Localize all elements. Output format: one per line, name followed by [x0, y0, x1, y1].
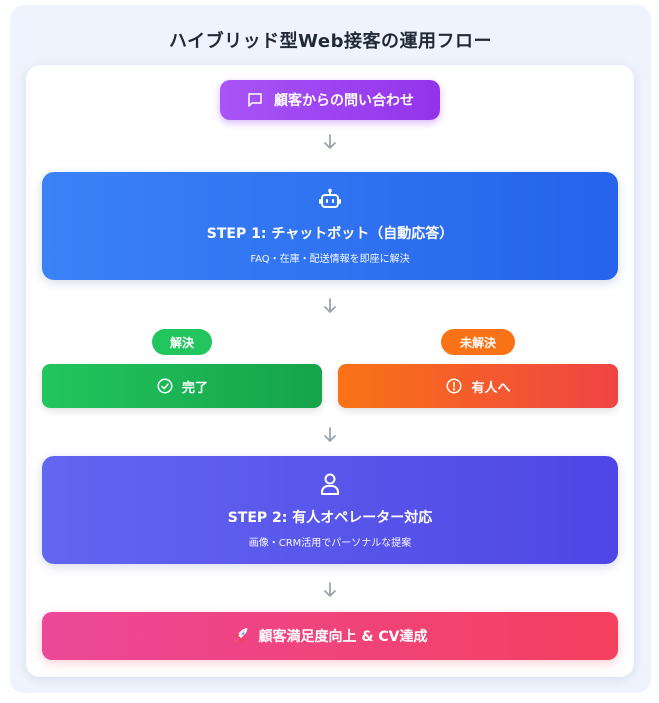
human-handoff-node: 有人へ	[338, 364, 618, 408]
step1-subtitle: FAQ・在庫・配送情報を即座に解決	[250, 254, 410, 265]
start-node: 顧客からの問い合わせ	[220, 80, 440, 120]
arrow-down-icon	[320, 296, 340, 316]
result-node: 顧客満足度向上 & CV達成	[42, 612, 618, 660]
step2-title: STEP 2: 有人オペレーター対応	[227, 510, 433, 526]
check-circle-icon	[156, 377, 174, 395]
result-label: 顧客満足度向上 & CV達成	[258, 629, 428, 645]
diagram-title: ハイブリッド型Web接客の運用フロー	[169, 31, 492, 52]
step1-node: STEP 1: チャットボット（自動応答） FAQ・在庫・配送情報を即座に解決	[42, 172, 618, 280]
alert-circle-icon	[445, 377, 463, 395]
chat-bubble-icon	[246, 91, 264, 109]
user-icon	[42, 472, 618, 496]
done-node: 完了	[42, 364, 322, 408]
step2-subtitle: 画像・CRM活用でパーソナルな提案	[248, 538, 412, 549]
arrow-down-icon	[320, 425, 340, 445]
arrow-down-icon	[320, 580, 340, 600]
start-node-label: 顧客からの問い合わせ	[274, 93, 414, 109]
done-label: 完了	[181, 380, 208, 396]
flow-card: 顧客からの問い合わせ STEP 1: チャットボット（自動応答） FAQ・在庫・…	[26, 65, 634, 677]
resolved-tag: 解決	[152, 329, 212, 355]
human-label: 有人へ	[471, 380, 511, 396]
flow-panel: ハイブリッド型Web接客の運用フロー 顧客からの問い合わせ	[10, 5, 651, 693]
step2-node: STEP 2: 有人オペレーター対応 画像・CRM活用でパーソナルな提案	[42, 456, 618, 564]
step1-title: STEP 1: チャットボット（自動応答）	[206, 226, 454, 242]
robot-icon	[42, 188, 618, 210]
arrow-down-icon	[320, 132, 340, 152]
unresolved-tag: 未解決	[441, 329, 515, 355]
rocket-icon	[232, 627, 250, 645]
